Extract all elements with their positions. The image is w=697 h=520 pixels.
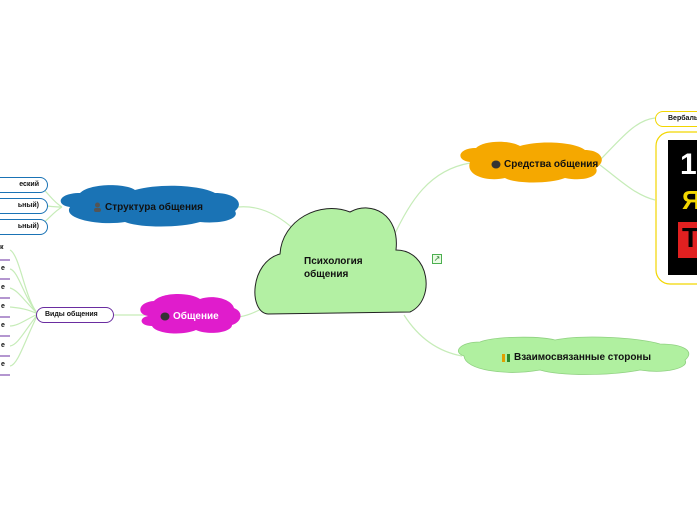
structure-topic[interactable]: Структура общения	[93, 202, 203, 215]
structure-cloud[interactable]	[60, 185, 239, 227]
communication-cloud[interactable]	[140, 293, 241, 334]
people-icon	[501, 352, 511, 365]
structure-item-1[interactable]: еский	[0, 177, 48, 193]
types-item-6[interactable]: e	[1, 361, 5, 368]
external-link-icon[interactable]: ↗	[432, 254, 442, 264]
image-text-3: Т	[682, 222, 697, 253]
types-item-2[interactable]: e	[1, 284, 5, 291]
structure-item-3[interactable]: ьный)	[0, 219, 48, 235]
central-cloud[interactable]	[254, 207, 427, 315]
types-node[interactable]: Виды общения	[36, 307, 114, 323]
means-cloud[interactable]	[460, 141, 602, 183]
types-top-fragment: к	[0, 244, 4, 251]
connector-types-items	[9, 249, 39, 367]
sides-topic-label: Взаимосвязанные стороны	[514, 352, 652, 363]
types-item-4[interactable]: e	[1, 322, 5, 329]
sides-topic[interactable]: Взаимосвязанные стороны	[501, 352, 651, 365]
image-text-1: 1	[680, 148, 697, 181]
connector-means-verbal	[599, 117, 656, 161]
brain-icon	[491, 160, 501, 172]
connector-central-means	[391, 162, 471, 241]
sides-cloud[interactable]	[458, 336, 690, 375]
communication-topic-label: Общение	[173, 311, 219, 322]
verbal-node[interactable]: Вербаль	[655, 111, 697, 127]
connector-central-sides	[403, 314, 463, 357]
types-item-3[interactable]: e	[1, 303, 5, 310]
structure-item-2[interactable]: ьный)	[0, 198, 48, 214]
means-topic-label: Средства общения	[504, 159, 599, 170]
connector-means-image	[599, 164, 656, 201]
image-text-2: Я	[682, 185, 697, 215]
structure-topic-label: Структура общения	[105, 202, 203, 213]
types-item-1[interactable]: e	[1, 265, 5, 272]
types-item-underlines	[0, 259, 10, 376]
central-topic-label: Психология общения	[304, 256, 363, 280]
types-item-5[interactable]: e	[1, 342, 5, 349]
communication-topic[interactable]: Общение	[160, 311, 219, 324]
image-red-block	[678, 222, 697, 258]
means-topic[interactable]: Средства общения	[491, 159, 598, 172]
brain-icon	[160, 312, 170, 324]
person-icon	[93, 202, 102, 215]
